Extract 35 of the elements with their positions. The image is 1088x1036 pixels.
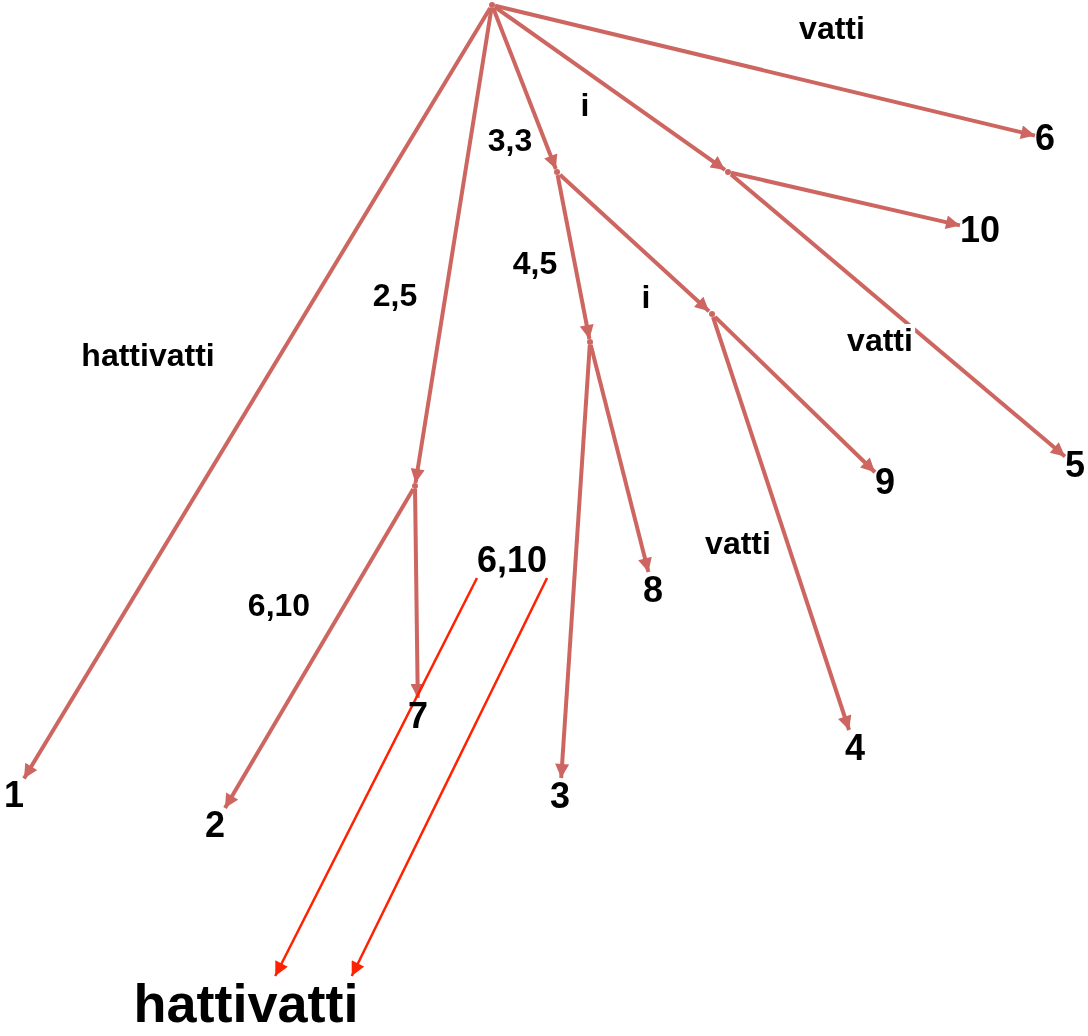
arrow <box>711 316 852 731</box>
arrow <box>350 577 549 977</box>
leaf-number: 9 <box>875 464 895 500</box>
junction-dot <box>489 2 495 8</box>
leaf-number: 8 <box>643 572 663 608</box>
arrow <box>410 488 425 699</box>
arrow <box>555 344 592 779</box>
arrow <box>274 577 479 977</box>
arrow <box>22 6 492 780</box>
arrow <box>588 344 652 573</box>
arrow <box>494 3 1036 140</box>
arrow <box>558 173 711 313</box>
arrow <box>730 170 961 230</box>
leaf-number: 4 <box>845 730 865 766</box>
junction-dot <box>587 339 593 345</box>
leaf-number: 5 <box>1065 447 1085 483</box>
arrow <box>729 173 1067 459</box>
junction-dot <box>725 169 731 175</box>
junction-dot <box>412 483 418 489</box>
leaf-number: 10 <box>960 212 1000 248</box>
junction-dot <box>709 311 715 317</box>
string-text: hattivatti <box>133 976 359 1030</box>
arrow <box>555 174 594 340</box>
arrow <box>493 5 727 172</box>
arrow <box>223 488 415 810</box>
leaf-number: 2 <box>205 807 225 843</box>
junction-dot <box>554 169 560 175</box>
leaf-number: 6 <box>1035 120 1055 156</box>
leaf-number: 7 <box>408 698 428 734</box>
index-pair-label: 6,10 <box>476 542 548 578</box>
leaf-number: 1 <box>4 777 24 813</box>
arrow <box>410 7 494 484</box>
leaf-number: 3 <box>550 778 570 814</box>
arrow <box>491 7 558 170</box>
arrow <box>713 315 877 474</box>
